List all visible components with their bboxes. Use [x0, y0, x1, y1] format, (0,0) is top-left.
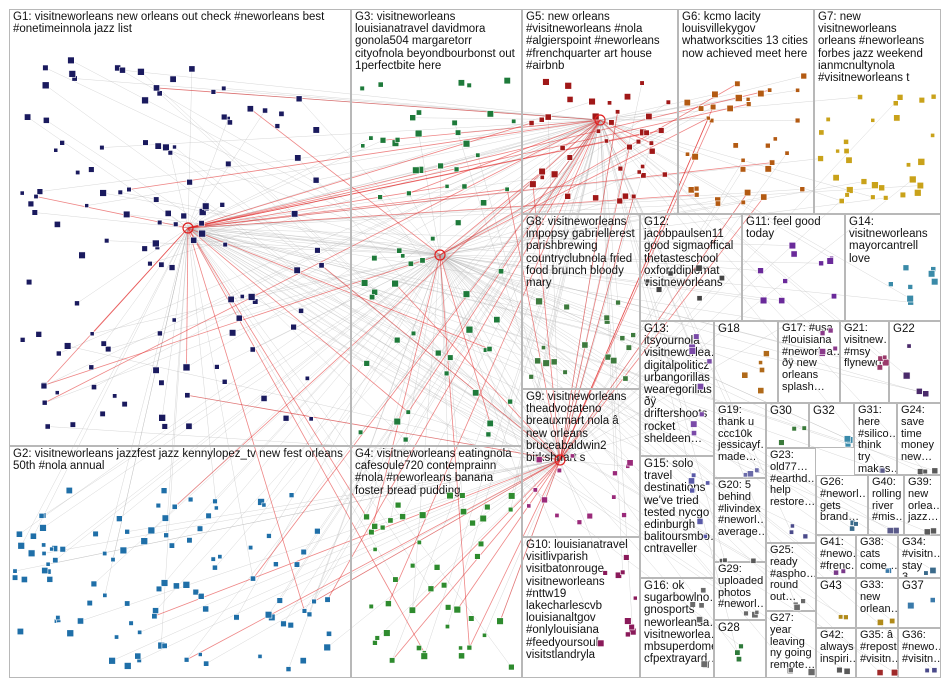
group-label-g7: G7: new visitneworleans orleans #neworle… — [818, 11, 936, 84]
group-panel-g23: G23: old77… #earthd… help restore… — [766, 448, 816, 543]
group-panel-g11: G11: feel good today — [742, 214, 845, 321]
group-panel-g42: G42: always inspiri… — [816, 628, 856, 678]
group-label-g37: G37 — [902, 580, 924, 592]
group-panel-g27: G27: year leaving ny going remote… — [766, 611, 816, 678]
group-label-g5: G5: new orleans #visitneworleans #nola #… — [526, 11, 673, 72]
group-label-g9: G9: visitneworleans theadvocateno breaux… — [526, 391, 635, 464]
group-label-g8: G8: visitneworleans impopsy gabrielleres… — [526, 216, 635, 289]
group-panel-g2: G2: visitneworleans jazzfest jazz kennyl… — [9, 446, 351, 678]
group-label-g35: G35: â #repost #visitn… — [860, 630, 896, 665]
group-label-g2: G2: visitneworleans jazzfest jazz kennyl… — [13, 448, 346, 472]
group-label-g30: G30 — [770, 405, 792, 417]
group-panel-g13: G13: itsyournola visitneworlea… digitalp… — [640, 321, 714, 456]
group-panel-g1: G1: visitneworleans new orleans out chec… — [9, 9, 351, 446]
group-label-g11: G11: feel good today — [746, 216, 840, 240]
group-panel-g6: G6: kcmo lacity louisvillekygov whatwork… — [678, 9, 814, 214]
group-label-g29: G29: uploaded photos #neworl… — [718, 564, 763, 611]
group-label-g22: G22 — [893, 323, 915, 335]
group-panel-g16: G16: ok sugarbowlno… gnosports neworlean… — [640, 578, 714, 678]
group-label-g25: G25: ready #aspho… round out… — [770, 545, 813, 604]
group-panel-g43: G43 — [816, 578, 856, 628]
group-label-g13: G13: itsyournola visitneworlea… digitalp… — [644, 323, 711, 445]
group-panel-g24: G24: save time money new… — [897, 403, 941, 475]
group-panel-g9: G9: visitneworleans theadvocateno breaux… — [522, 389, 640, 537]
group-label-g27: G27: year leaving ny going remote… — [770, 613, 813, 672]
group-label-g4: G4: visitneworleans eatingnola cafesoule… — [355, 448, 517, 497]
group-label-g3: G3: visitneworleans louisianatravel davi… — [355, 11, 517, 72]
group-label-g28: G28 — [718, 622, 740, 634]
group-label-g21: G21: visitnew… #msy flynewor… — [844, 323, 886, 370]
group-panel-g34: G34: #visitn… stay 3… — [898, 535, 941, 578]
group-label-g38: G38: cats come… — [860, 537, 896, 572]
group-label-g39: G39: new orlea… jazz… — [908, 477, 939, 524]
group-label-g14: G14: visitneworleans mayorcantrell love — [849, 216, 936, 265]
group-panel-g33: G33: new orlean… — [856, 578, 898, 628]
group-panel-g15: G15: solo travel destinations we've trie… — [640, 456, 714, 578]
group-panel-g36: G36: #newo… #visitn… — [898, 628, 941, 678]
group-panel-g26: G26: #neworl… gets brand… — [816, 475, 868, 535]
group-panel-g18: G18 — [714, 321, 778, 403]
group-panel-g14: G14: visitneworleans mayorcantrell love — [845, 214, 941, 321]
group-panel-g35: G35: â #repost #visitn… — [856, 628, 898, 678]
group-label-g10: G10: louisianatravel visitlivparish visi… — [526, 539, 635, 661]
group-label-g43: G43 — [820, 580, 842, 592]
group-label-g16: G16: ok sugarbowlno… gnosports neworlean… — [644, 580, 711, 665]
group-label-g32: G32 — [813, 405, 835, 417]
group-label-g31: G31: here #silico… think try makes… — [858, 405, 894, 475]
group-label-g15: G15: solo travel destinations we've trie… — [644, 458, 711, 556]
group-label-g12: G12: jacobpaulsen11 good sigmaoffical th… — [644, 216, 737, 289]
group-panel-g19: G19: thank u ccc10k jessicayf… made… — [714, 403, 766, 478]
group-panel-g25: G25: ready #aspho… round out… — [766, 543, 816, 611]
group-panel-g40: G40: rolling river #mis… — [868, 475, 904, 535]
group-label-g26: G26: #neworl… gets brand… — [820, 477, 865, 524]
group-label-g17: G17: #usa #louisiana #neworlea… ðÿ new o… — [782, 323, 837, 394]
group-panel-g4: G4: visitneworleans eatingnola cafesoule… — [351, 446, 522, 678]
group-panel-g21: G21: visitnew… #msy flynewor… — [840, 321, 889, 403]
group-panel-g7: G7: new visitneworleans orleans #neworle… — [814, 9, 941, 214]
group-label-g24: G24: save time money new… — [901, 405, 938, 464]
group-label-g1: G1: visitneworleans new orleans out chec… — [13, 11, 346, 35]
group-label-g41: G41: #newo… #frenc… — [820, 537, 854, 572]
group-panel-g32: G32 — [809, 403, 854, 448]
group-label-g19: G19: thank u ccc10k jessicayf… made… — [718, 405, 763, 464]
group-panel-g28: G28 — [714, 620, 766, 678]
group-label-g20: G20: 5 behind #livindex #neworl… average… — [718, 480, 763, 539]
group-label-g23: G23: old77… #earthd… help restore… — [770, 450, 813, 509]
group-panel-g22: G22 — [889, 321, 941, 403]
group-panel-g41: G41: #newo… #frenc… — [816, 535, 856, 578]
group-panel-g12: G12: jacobpaulsen11 good sigmaoffical th… — [640, 214, 742, 321]
group-panel-g30: G30 — [766, 403, 809, 448]
group-panel-g3: G3: visitneworleans louisianatravel davi… — [351, 9, 522, 446]
group-label-g6: G6: kcmo lacity louisvillekygov whatwork… — [682, 11, 809, 60]
group-panel-g5: G5: new orleans #visitneworleans #nola #… — [522, 9, 678, 214]
group-label-g33: G33: new orlean… — [860, 580, 896, 615]
group-label-g42: G42: always inspiri… — [820, 630, 854, 665]
group-panel-g10: G10: louisianatravel visitlivparish visi… — [522, 537, 640, 678]
group-panel-g29: G29: uploaded photos #neworl… — [714, 562, 766, 620]
group-label-g34: G34: #visitn… stay 3… — [902, 537, 939, 578]
group-label-g40: G40: rolling river #mis… — [872, 477, 902, 524]
group-panel-g17: G17: #usa #louisiana #neworlea… ðÿ new o… — [778, 321, 840, 403]
group-panel-g20: G20: 5 behind #livindex #neworl… average… — [714, 478, 766, 562]
group-label-g36: G36: #newo… #visitn… — [902, 630, 939, 665]
group-label-g18: G18 — [718, 323, 740, 335]
group-panel-g8: G8: visitneworleans impopsy gabrielleres… — [522, 214, 640, 389]
group-panel-g31: G31: here #silico… think try makes… — [854, 403, 897, 475]
group-panel-g39: G39: new orlea… jazz… — [904, 475, 941, 535]
group-panel-g37: G37 — [898, 578, 941, 628]
group-panel-g38: G38: cats come… — [856, 535, 898, 578]
